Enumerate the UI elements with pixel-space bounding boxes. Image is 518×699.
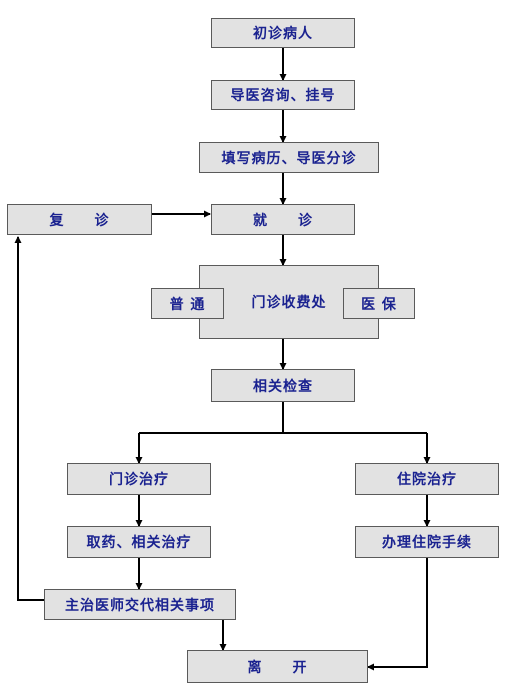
get-medicine-box: 取药、相关治疗: [67, 526, 211, 558]
doctor-instructions-box: 主治医师交代相关事项: [44, 589, 236, 620]
arrow-admission-to-leave: [367, 558, 428, 671]
revisit-box: 复 诊: [7, 204, 152, 235]
outpatient-treatment-box: 门诊治疗: [67, 463, 211, 495]
first-visit-box: 初诊病人: [211, 18, 355, 48]
fill-record-box: 填写病历、导医分诊: [199, 142, 379, 173]
examination-box: 相关检查: [211, 369, 355, 402]
guide-consult-box: 导医咨询、挂号: [211, 80, 355, 110]
general-box: 普 通: [151, 288, 224, 319]
medical-insurance-box: 医 保: [343, 288, 415, 319]
admission-procedure-box: 办理住院手续: [355, 526, 499, 558]
inpatient-treatment-box: 住院治疗: [355, 463, 499, 495]
leave-box: 离 开: [187, 650, 368, 683]
consultation-box: 就 诊: [211, 204, 355, 235]
cashier-box: 门诊收费处: [199, 265, 379, 339]
arrow-instructions-to-revisit: [14, 236, 44, 601]
